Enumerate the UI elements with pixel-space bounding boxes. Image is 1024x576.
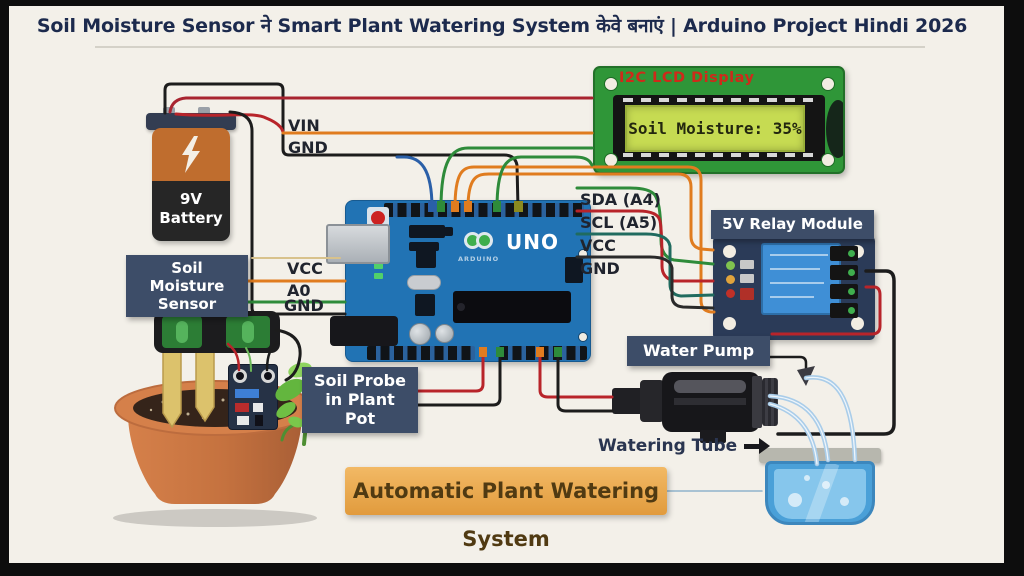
- pump-flag: [797, 366, 815, 386]
- title-divider: [95, 46, 925, 48]
- mounting-hole: [604, 77, 618, 91]
- wire-black-pump: [556, 354, 614, 413]
- water: [774, 464, 866, 522]
- battery-voltage: 9V: [179, 190, 203, 208]
- sensor-module: [228, 364, 278, 430]
- lcd-pads: [623, 98, 815, 102]
- usb-connector: [326, 224, 390, 264]
- wire-black-probe: [412, 354, 502, 407]
- soil-probe-label: Soil Probe in Plant Pot: [302, 367, 418, 433]
- wire-black-sensor: [274, 328, 302, 382]
- water-container: [765, 461, 875, 525]
- mounting-hole: [604, 153, 618, 167]
- relay-terminals: [830, 246, 858, 322]
- relay-pin-gnd: [726, 289, 735, 298]
- watering-tube-arrow-icon: [759, 438, 771, 454]
- sda-label: SDA (A4): [580, 190, 661, 209]
- frame-top: [0, 0, 1024, 6]
- capacitor: [409, 323, 431, 345]
- watering-tube-label: Watering Tube: [598, 436, 771, 456]
- watering-tube-arrow-icon: [744, 443, 760, 449]
- vin-label: VIN: [288, 116, 320, 135]
- relay-cube: [761, 243, 841, 315]
- soil-sensor-label: Soil Moisture Sensor: [126, 255, 248, 317]
- relay-module: [713, 236, 875, 340]
- relay-pin-slot: [740, 288, 754, 300]
- ic-chip: [415, 294, 435, 316]
- relay-pin-slot: [740, 274, 754, 283]
- pin-header-bottom-right: [499, 346, 587, 360]
- board-brand: ARDUINO: [458, 255, 500, 263]
- lightning-bolt-icon: [182, 136, 200, 173]
- gnd-right-label: GND: [580, 259, 620, 278]
- frame-left: [0, 0, 9, 576]
- relay-pin-in: [726, 261, 735, 270]
- mounting-hole: [723, 317, 736, 330]
- scl-label: SCL (A5): [580, 213, 658, 232]
- battery-word: Battery: [159, 208, 223, 227]
- wire-red-pump: [538, 354, 614, 399]
- pump-foot: [700, 430, 726, 443]
- mounting-hole: [821, 77, 835, 91]
- mounting-hole: [578, 332, 588, 342]
- lcd-board-label: I2C LCD Display: [619, 70, 755, 86]
- frame-right: [1004, 0, 1024, 576]
- vcc-right-label: VCC: [580, 236, 616, 255]
- gnd-left-label: GND: [284, 296, 324, 315]
- mounting-hole: [821, 153, 835, 167]
- gnd-top-label: GND: [288, 138, 328, 157]
- battery: 9V Battery: [152, 128, 230, 241]
- power-led: [374, 263, 383, 269]
- pump-nozzle: [612, 388, 644, 414]
- frame-bottom: [0, 563, 1024, 576]
- mounting-hole: [723, 245, 736, 258]
- infinity-logo-icon: [464, 232, 493, 249]
- battery-top: [152, 128, 230, 181]
- pin-header-bottom-left: [367, 346, 475, 360]
- board-name: UNO: [506, 230, 559, 254]
- lcd-display: I2C LCD Display Soil Moisture: 35%: [593, 66, 845, 174]
- lcd-screen: Soil Moisture: 35%: [625, 105, 805, 152]
- page-title: Soil Moisture Sensor ने Smart Plant Wate…: [36, 15, 968, 37]
- capacitor: [435, 324, 454, 343]
- relay-label: 5V Relay Module: [711, 210, 874, 239]
- vcc-left-label: VCC: [287, 259, 323, 278]
- ic-chip: [416, 248, 436, 268]
- lcd-contrast-blob: [826, 100, 843, 158]
- ic-chip: [409, 225, 445, 238]
- pin-header-top: [384, 203, 584, 217]
- pump-clamp: [752, 376, 762, 428]
- crystal-oscillator: [407, 275, 441, 290]
- ic-chip: [409, 242, 439, 251]
- module-terminal: [261, 369, 275, 383]
- pump-coupler: [640, 380, 664, 422]
- water-pump-label: Water Pump: [627, 336, 770, 366]
- wire-green-lcd1: [439, 146, 594, 210]
- ic-chip: [444, 227, 453, 236]
- module-terminal: [233, 369, 247, 383]
- relay-pin-slot: [740, 260, 754, 269]
- lcd-pads: [623, 153, 815, 157]
- water-pump-body: [662, 372, 760, 432]
- pump-cap: [762, 378, 778, 426]
- reset-button: [367, 207, 389, 229]
- pump-label-line: [768, 355, 808, 373]
- relay-pin-vcc: [726, 275, 735, 284]
- banner: Automatic Plant Watering System: [345, 467, 667, 551]
- battery-label: 9V Battery: [152, 181, 230, 241]
- wire-red-to-lcd: [168, 96, 594, 114]
- power-jack: [330, 316, 398, 346]
- tx-led: [374, 273, 383, 279]
- microcontroller-dip: [453, 291, 571, 323]
